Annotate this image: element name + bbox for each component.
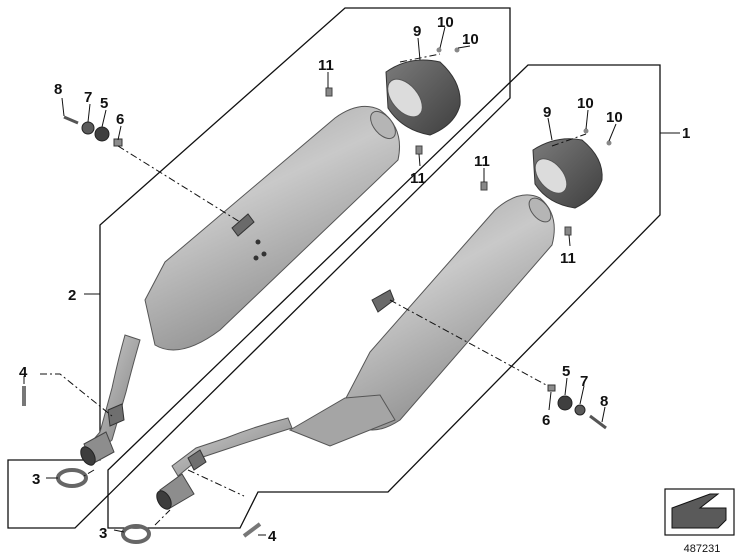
rubber-mount-5-lower [557, 395, 573, 411]
clamp-3-upper [56, 468, 88, 488]
callout-11-a: 11 [318, 57, 334, 74]
muffler-upper-body [144, 105, 400, 351]
muffler-upper-link-pipe [87, 334, 141, 453]
rubber-mount-5-upper [94, 126, 110, 142]
screw-11-a [325, 87, 333, 97]
muffler-upper-hole [255, 239, 261, 245]
screw-4-lower [242, 522, 262, 538]
muffler-lower [156, 194, 555, 510]
callout-7-lower: 7 [580, 373, 588, 390]
callout-11-b: 11 [410, 170, 426, 187]
clamp-3-lower [121, 524, 151, 544]
muffler-upper-hole [253, 255, 259, 261]
washer-7-upper [81, 121, 95, 135]
callout-6-upper: 6 [116, 111, 124, 128]
washer-7-lower [574, 404, 586, 416]
assembly-1-frame [107, 64, 661, 529]
muffler-upper-clamp-sleeve [107, 403, 125, 427]
muffler-upper-inlet-opening [80, 446, 96, 466]
muffler-upper-bracket [231, 213, 255, 237]
screw-11-b [415, 145, 423, 155]
screw-10-c [583, 128, 589, 134]
screw-8-upper [63, 115, 79, 125]
muffler-lower-inlet-opening [156, 490, 172, 510]
screw-11-c [480, 181, 488, 191]
muffler-lower-bracket [371, 289, 395, 313]
muffler-lower-clamp-sleeve [187, 449, 207, 471]
muffler-upper-hole [261, 251, 267, 257]
callout-10-c: 10 [577, 95, 594, 112]
screw-10-b [454, 47, 460, 53]
leader-lines [23, 26, 680, 536]
direction-arrow-icon [671, 493, 727, 529]
callout-5-upper: 5 [100, 95, 108, 112]
muffler-upper [80, 105, 400, 466]
small-parts [22, 47, 612, 544]
callout-9-lower: 9 [543, 104, 551, 121]
callout-10-a: 10 [437, 14, 454, 31]
muffler-lower-link-pipe [171, 417, 293, 477]
callout-4-upper: 4 [19, 364, 28, 381]
bushing-6-upper [113, 138, 123, 147]
callout-8-lower: 8 [600, 393, 608, 410]
callouts: 1 2 3 3 4 4 5 5 6 6 7 7 8 8 9 9 10 10 10… [19, 14, 690, 545]
screw-10-a [436, 47, 442, 53]
screw-11-d [564, 226, 572, 236]
callout-10-d: 10 [606, 109, 623, 126]
callout-11-c: 11 [474, 153, 490, 170]
screw-10-d [606, 140, 612, 146]
muffler-lower-outlet-ring [528, 197, 552, 223]
muffler-upper-outlet-ring [370, 110, 396, 140]
callout-7-upper: 7 [84, 89, 92, 106]
muffler-lower-heat-shield [288, 394, 396, 447]
callout-1: 1 [682, 125, 690, 142]
callout-8-upper: 8 [54, 81, 62, 98]
callout-3-lower: 3 [99, 525, 107, 542]
callout-10-b: 10 [462, 31, 479, 48]
orientation-symbol [664, 488, 735, 536]
callout-6-lower: 6 [542, 412, 550, 429]
assembly-2-frame [7, 7, 511, 529]
callout-2: 2 [68, 287, 76, 304]
callout-3-upper: 3 [32, 471, 40, 488]
callout-11-d: 11 [560, 250, 576, 267]
end-cap-upper [385, 59, 461, 136]
bushing-6-lower [547, 384, 556, 392]
document-number: 487231 [684, 543, 721, 555]
screw-8-lower [589, 414, 607, 430]
callout-4-lower: 4 [268, 528, 277, 545]
assembly-axis-lines [40, 53, 587, 526]
end-cap-lower [532, 138, 603, 209]
callout-9-upper: 9 [413, 23, 421, 40]
callout-5-lower: 5 [562, 363, 570, 380]
